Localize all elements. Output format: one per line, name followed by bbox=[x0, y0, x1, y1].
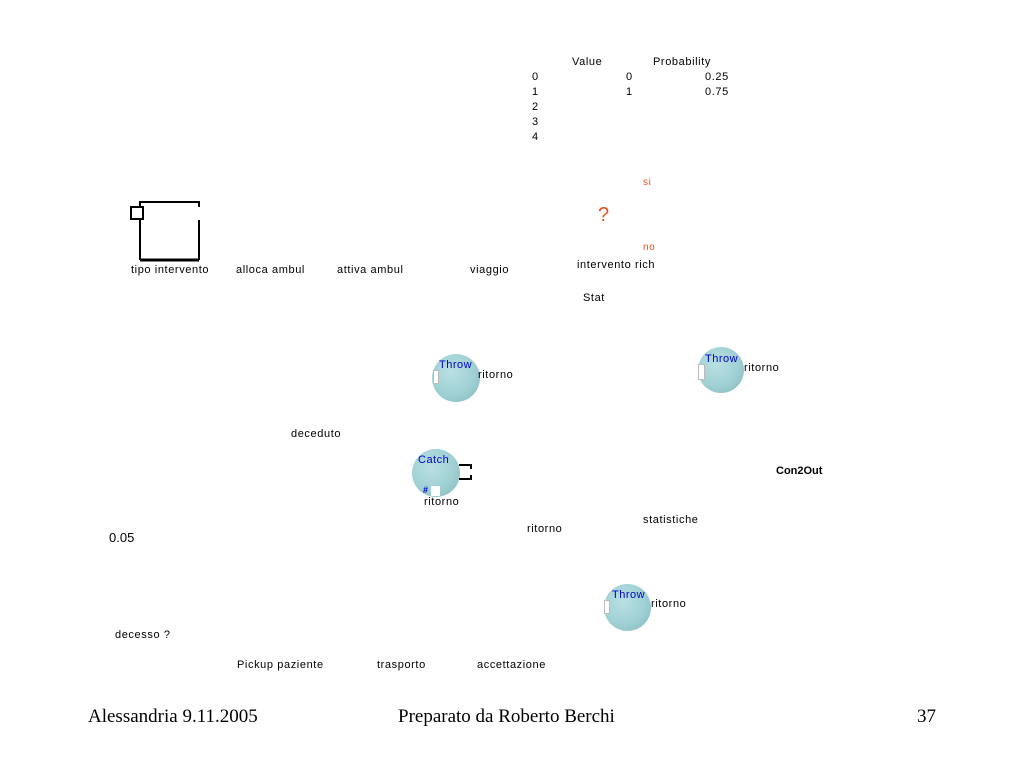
label-alloca-ambul: alloca ambul bbox=[236, 264, 305, 276]
queue-block-icon[interactable] bbox=[130, 200, 202, 262]
table-index: 2 bbox=[532, 101, 539, 113]
catch-node[interactable]: Catch # bbox=[412, 449, 460, 497]
label-decesso: decesso ? bbox=[115, 629, 171, 641]
throw-node-title: Throw bbox=[439, 359, 473, 371]
throw-node-caption: ritorno bbox=[651, 598, 687, 610]
catch-node-title: Catch bbox=[418, 454, 450, 466]
label-pickup-paziente: Pickup paziente bbox=[237, 659, 324, 671]
input-port[interactable] bbox=[604, 600, 610, 614]
input-port[interactable] bbox=[433, 370, 439, 384]
label-attiva-ambul: attiva ambul bbox=[337, 264, 404, 276]
table-index: 3 bbox=[532, 116, 539, 128]
output-port[interactable] bbox=[431, 486, 440, 496]
decision-name-label: intervento rich bbox=[577, 259, 656, 271]
throw-node-caption: ritorno bbox=[478, 369, 514, 381]
table-cell-value: 1 bbox=[626, 86, 633, 98]
label-statistiche: statistiche bbox=[643, 514, 699, 526]
decision-no-label: no bbox=[643, 242, 656, 253]
throw-node-title: Throw bbox=[612, 589, 646, 601]
label-ritorno: ritorno bbox=[527, 523, 563, 535]
table-header-value: Value bbox=[572, 56, 603, 68]
footer-author: Preparato da Roberto Berchi bbox=[398, 706, 615, 727]
table-cell-probability: 0.75 bbox=[705, 86, 729, 98]
table-index: 4 bbox=[532, 131, 539, 143]
footer-location-date: Alessandria 9.11.2005 bbox=[88, 706, 258, 727]
label-tipo-intervento: tipo intervento bbox=[131, 264, 210, 276]
catch-node-caption: ritorno bbox=[424, 496, 460, 508]
label-trasporto: trasporto bbox=[377, 659, 426, 671]
table-index: 0 bbox=[532, 71, 539, 83]
throw-node[interactable]: Throw bbox=[432, 354, 480, 402]
decision-yes-label: si bbox=[643, 177, 652, 188]
throw-node[interactable]: Throw bbox=[604, 584, 651, 631]
table-cell-probability: 0.25 bbox=[705, 71, 729, 83]
footer-page-number: 37 bbox=[917, 706, 936, 727]
catch-node-mark: # bbox=[423, 485, 429, 495]
label-viaggio: viaggio bbox=[470, 264, 510, 276]
table-index: 1 bbox=[532, 86, 539, 98]
decision-question-icon: ? bbox=[598, 204, 610, 226]
probability-value: 0.05 bbox=[109, 530, 135, 545]
probability-table: Value Probability 0 1 2 3 4 0 0.25 1 0.7… bbox=[0, 0, 1024, 150]
queue-block-shape bbox=[130, 201, 200, 262]
table-header-probability: Probability bbox=[653, 56, 711, 68]
label-con2out: Con2Out bbox=[776, 465, 823, 477]
catch-output-bracket-icon bbox=[458, 463, 474, 486]
label-accettazione: accettazione bbox=[477, 659, 546, 671]
input-port[interactable] bbox=[698, 364, 705, 380]
throw-node-caption: ritorno bbox=[744, 362, 780, 374]
throw-node[interactable]: Throw bbox=[698, 347, 744, 393]
stat-label: Stat bbox=[583, 292, 605, 304]
throw-node-title: Throw bbox=[705, 353, 739, 365]
label-deceduto: deceduto bbox=[291, 428, 342, 440]
table-cell-value: 0 bbox=[626, 71, 633, 83]
